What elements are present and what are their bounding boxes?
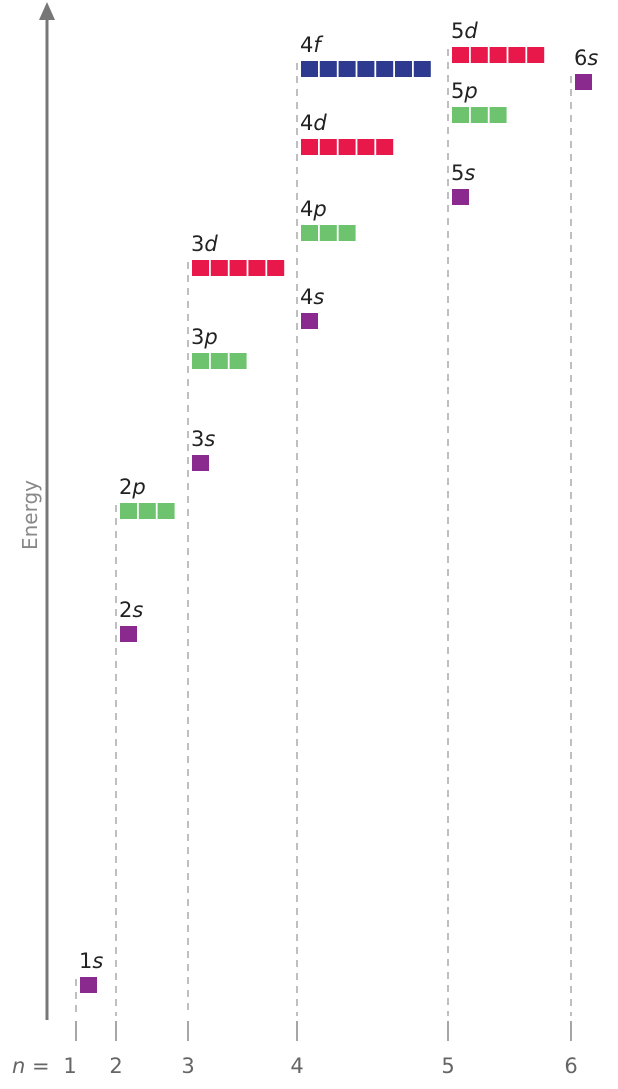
orbital-2p: 2p [119, 475, 175, 519]
n-equals-label: n = [12, 1054, 50, 1078]
orbital-5s: 5s [451, 161, 475, 205]
orbital-box [489, 47, 507, 63]
orbital-label: 3d [191, 232, 218, 256]
orbital-box [120, 626, 137, 642]
orbital-5d: 5d [451, 19, 545, 63]
orbital-label: 5p [451, 79, 478, 103]
orbital-5p: 5p [451, 79, 507, 123]
orbital-box [452, 47, 469, 63]
orbital-box [357, 61, 375, 77]
orbital-box [192, 353, 209, 369]
orbital-box [267, 260, 285, 276]
orbital-box [138, 503, 156, 519]
energy-axis-label: Energy [18, 480, 42, 550]
orbital-box [395, 61, 412, 77]
orbital-label: 6s [574, 46, 598, 70]
orbital-label: 5d [451, 19, 478, 43]
orbital-box [319, 225, 337, 241]
shell-5-label: 5 [441, 1054, 454, 1078]
orbital-label: 3s [191, 427, 215, 451]
shell-2-label: 2 [109, 1054, 122, 1078]
orbital-box [192, 455, 209, 471]
orbital-box [376, 61, 394, 77]
orbital-label: 2s [119, 598, 143, 622]
shell-4-label: 4 [290, 1054, 303, 1078]
orbital-box [338, 139, 356, 155]
orbital-box [338, 225, 356, 241]
orbital-4f: 4f [300, 33, 431, 77]
orbital-label: 3p [191, 325, 218, 349]
orbital-label: 2p [119, 475, 146, 499]
orbital-box [301, 61, 318, 77]
orbital-box [192, 260, 209, 276]
orbital-box [80, 977, 97, 993]
orbital-box [229, 260, 247, 276]
orbital-label: 5s [451, 161, 475, 185]
orbital-box [376, 139, 394, 155]
orbital-box [157, 503, 175, 519]
orbital-label: 4s [300, 285, 324, 309]
orbital-box [452, 107, 469, 123]
orbital-box [508, 47, 526, 63]
orbital-box [452, 189, 469, 205]
orbital-label: 1s [79, 949, 103, 973]
orbital-4p: 4p [300, 197, 356, 241]
orbital-box [527, 47, 545, 63]
orbital-box [248, 260, 266, 276]
orbital-box [210, 353, 228, 369]
orbital-box [575, 74, 592, 90]
orbital-box [338, 61, 356, 77]
orbital-4d: 4d [300, 111, 394, 155]
orbital-box [229, 353, 247, 369]
orbital-3p: 3p [191, 325, 247, 369]
orbital-box [319, 139, 337, 155]
orbital-box [319, 61, 337, 77]
orbital-box [489, 107, 507, 123]
orbital-label: 4f [300, 33, 324, 57]
orbital-6s: 6s [574, 46, 598, 90]
orbital-box [413, 61, 431, 77]
shell-6-label: 6 [564, 1054, 577, 1078]
orbital-box [210, 260, 228, 276]
orbital-3s: 3s [191, 427, 215, 471]
orbital-box [120, 503, 137, 519]
orbital-box [301, 139, 318, 155]
orbital-box [470, 107, 488, 123]
orbital-label: 4p [300, 197, 327, 221]
orbital-1s: 1s [79, 949, 103, 993]
orbital-label: 4d [300, 111, 327, 135]
orbital-box [357, 139, 375, 155]
shell-3-label: 3 [181, 1054, 194, 1078]
orbital-2s: 2s [119, 598, 143, 642]
orbital-box [301, 313, 318, 329]
orbital-box [470, 47, 488, 63]
orbital-4s: 4s [300, 285, 324, 329]
orbital-box [301, 225, 318, 241]
shell-1-label: 1 [63, 1054, 76, 1078]
arrow-head-icon [39, 2, 55, 20]
orbital-3d: 3d [191, 232, 285, 276]
